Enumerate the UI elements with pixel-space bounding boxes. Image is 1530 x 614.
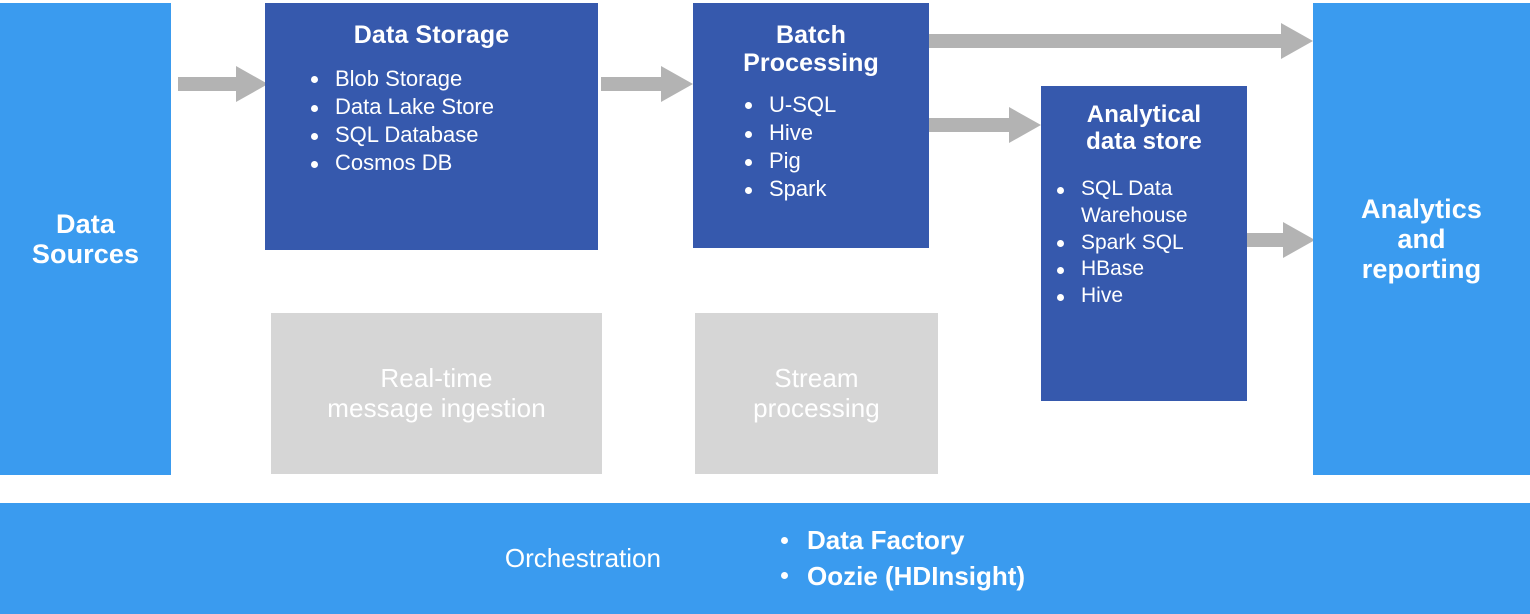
realtime-message-ingestion-title-line1: Real-time bbox=[380, 363, 493, 394]
list-item: Data Factory bbox=[771, 523, 1025, 558]
data-sources-title-line2: Sources bbox=[31, 239, 140, 269]
orchestration-content: Orchestration Data Factory Oozie (HDInsi… bbox=[505, 523, 1025, 593]
analytical-data-store-title: Analytical data store bbox=[1041, 101, 1247, 156]
list-item: Data Lake Store bbox=[301, 93, 598, 121]
arrow-sources-to-storage bbox=[178, 66, 268, 102]
list-item: Cosmos DB bbox=[301, 149, 598, 177]
data-storage-list: Blob Storage Data Lake Store SQL Databas… bbox=[265, 65, 598, 178]
list-item: Pig bbox=[735, 147, 929, 175]
realtime-message-ingestion-title-line2: message ingestion bbox=[327, 392, 546, 423]
batch-processing-title-line2: Processing bbox=[743, 49, 879, 77]
arrow-batch-to-analytical-store bbox=[929, 107, 1041, 143]
analytical-data-store-title-line2: data store bbox=[1086, 127, 1202, 155]
analytics-and-reporting-box[interactable]: Analytics and reporting bbox=[1313, 3, 1530, 475]
stream-processing-box[interactable]: Stream processing bbox=[695, 313, 938, 474]
analytical-data-store-list: SQL Data Warehouse Spark SQL HBase Hive bbox=[1041, 176, 1247, 310]
batch-processing-box[interactable]: Batch Processing U-SQL Hive Pig Spark bbox=[693, 3, 929, 248]
list-item: SQL Data Warehouse bbox=[1047, 176, 1247, 230]
stream-processing-title-line1: Stream bbox=[774, 363, 859, 394]
analytics-and-reporting-title: Analytics and reporting bbox=[1361, 194, 1482, 285]
analytical-data-store-box[interactable]: Analytical data store SQL Data Warehouse… bbox=[1041, 86, 1247, 401]
list-item: HBase bbox=[1047, 256, 1247, 283]
orchestration-list: Data Factory Oozie (HDInsight) bbox=[771, 523, 1025, 593]
data-sources-title-line1: Data bbox=[56, 208, 115, 239]
realtime-message-ingestion-box[interactable]: Real-time message ingestion bbox=[271, 313, 602, 474]
list-item: Oozie (HDInsight) bbox=[771, 559, 1025, 594]
data-sources-box[interactable]: Data Sources bbox=[0, 3, 171, 475]
list-item: SQL Database bbox=[301, 121, 598, 149]
batch-processing-title-line1: Batch bbox=[776, 21, 846, 49]
stream-processing-title-line2: processing bbox=[753, 392, 880, 423]
batch-processing-list: U-SQL Hive Pig Spark bbox=[693, 91, 929, 204]
list-item: Blob Storage bbox=[301, 65, 598, 93]
list-item: U-SQL bbox=[735, 91, 929, 119]
list-item: Spark bbox=[735, 175, 929, 203]
stream-processing-title: Stream processing bbox=[753, 364, 880, 422]
arrow-analytical-store-to-analytics bbox=[1247, 222, 1315, 258]
batch-processing-title: Batch Processing bbox=[693, 21, 929, 77]
data-sources-title: Data Sources bbox=[32, 209, 139, 269]
orchestration-bar[interactable]: Orchestration Data Factory Oozie (HDInsi… bbox=[0, 503, 1530, 614]
analytics-and-reporting-title-line2: and bbox=[1397, 223, 1446, 254]
list-item: Hive bbox=[735, 119, 929, 147]
arrow-storage-to-batch bbox=[601, 66, 693, 102]
data-storage-title: Data Storage bbox=[353, 21, 510, 49]
list-item: Hive bbox=[1047, 283, 1247, 310]
analytical-data-store-title-line1: Analytical bbox=[1086, 101, 1202, 128]
analytics-and-reporting-title-line3: reporting bbox=[1361, 254, 1482, 285]
orchestration-label: Orchestration bbox=[504, 543, 661, 573]
data-storage-box[interactable]: Data Storage Blob Storage Data Lake Stor… bbox=[265, 3, 598, 250]
realtime-message-ingestion-title: Real-time message ingestion bbox=[327, 364, 546, 422]
analytics-and-reporting-title-line1: Analytics bbox=[1361, 193, 1482, 224]
list-item: Spark SQL bbox=[1047, 230, 1247, 257]
arrow-batch-to-analytics bbox=[929, 23, 1313, 59]
